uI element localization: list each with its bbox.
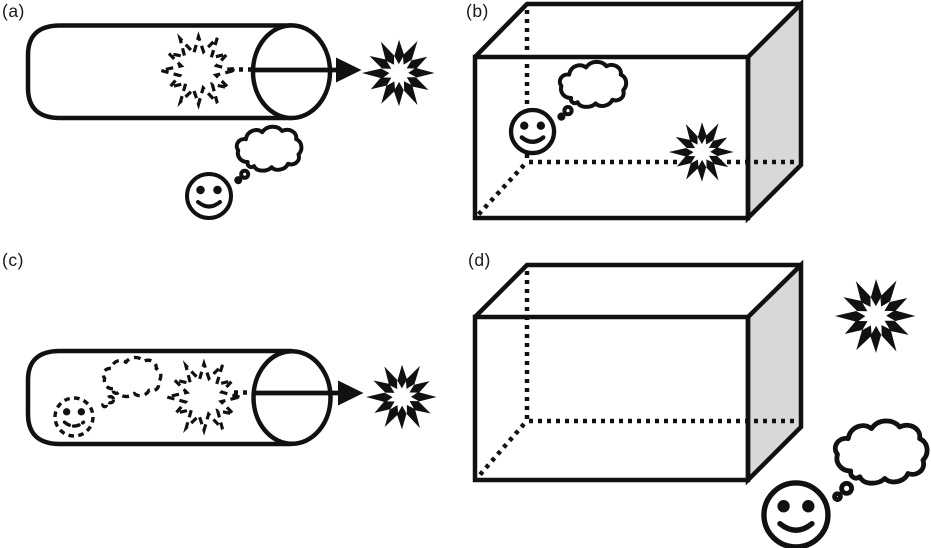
- thought-cloud-icon: [559, 62, 626, 119]
- panel-label-a: (a): [2, 1, 25, 21]
- panel-b: [472, 0, 804, 224]
- panel-label-b: (b): [466, 1, 489, 21]
- dashed-explosion-icon: [167, 364, 240, 431]
- explosion-icon: [669, 122, 734, 181]
- cylinder-end-face: [251, 348, 333, 447]
- box-right-face: [745, 0, 804, 224]
- explosion-icon: [835, 279, 915, 353]
- smiley-face-icon: [511, 110, 554, 153]
- thought-cloud-icon: [835, 421, 927, 500]
- panel-label-d: (d): [468, 250, 491, 270]
- dashed-explosion-icon: [161, 37, 235, 105]
- box-front-face: [472, 54, 751, 221]
- box-front-face: [472, 314, 751, 483]
- arrow-right-icon: [253, 57, 362, 83]
- smiley-face-icon: [764, 483, 828, 547]
- explosion-icon: [366, 365, 437, 430]
- dotted-hidden-edges: [476, 271, 799, 479]
- panel-d: [472, 259, 927, 547]
- box-top-edges: [473, 1, 801, 59]
- smiley-face-icon: [185, 172, 233, 220]
- box-right-face: [745, 259, 804, 486]
- dashed-thought-cloud-icon: [101, 355, 163, 409]
- panel-label-c: (c): [2, 250, 24, 270]
- cylinder-tube: [25, 23, 292, 121]
- explosion-icon: [362, 40, 435, 107]
- dashed-smiley-face-icon: [53, 396, 95, 438]
- arrow-right-icon: [255, 380, 364, 406]
- thought-cloud-icon: [234, 124, 304, 185]
- box-top-edges: [473, 262, 801, 319]
- dotted-hidden-edges: [476, 10, 799, 217]
- panel-c: [25, 348, 437, 447]
- cylinder-tube: [25, 348, 292, 447]
- panel-a: [25, 23, 435, 220]
